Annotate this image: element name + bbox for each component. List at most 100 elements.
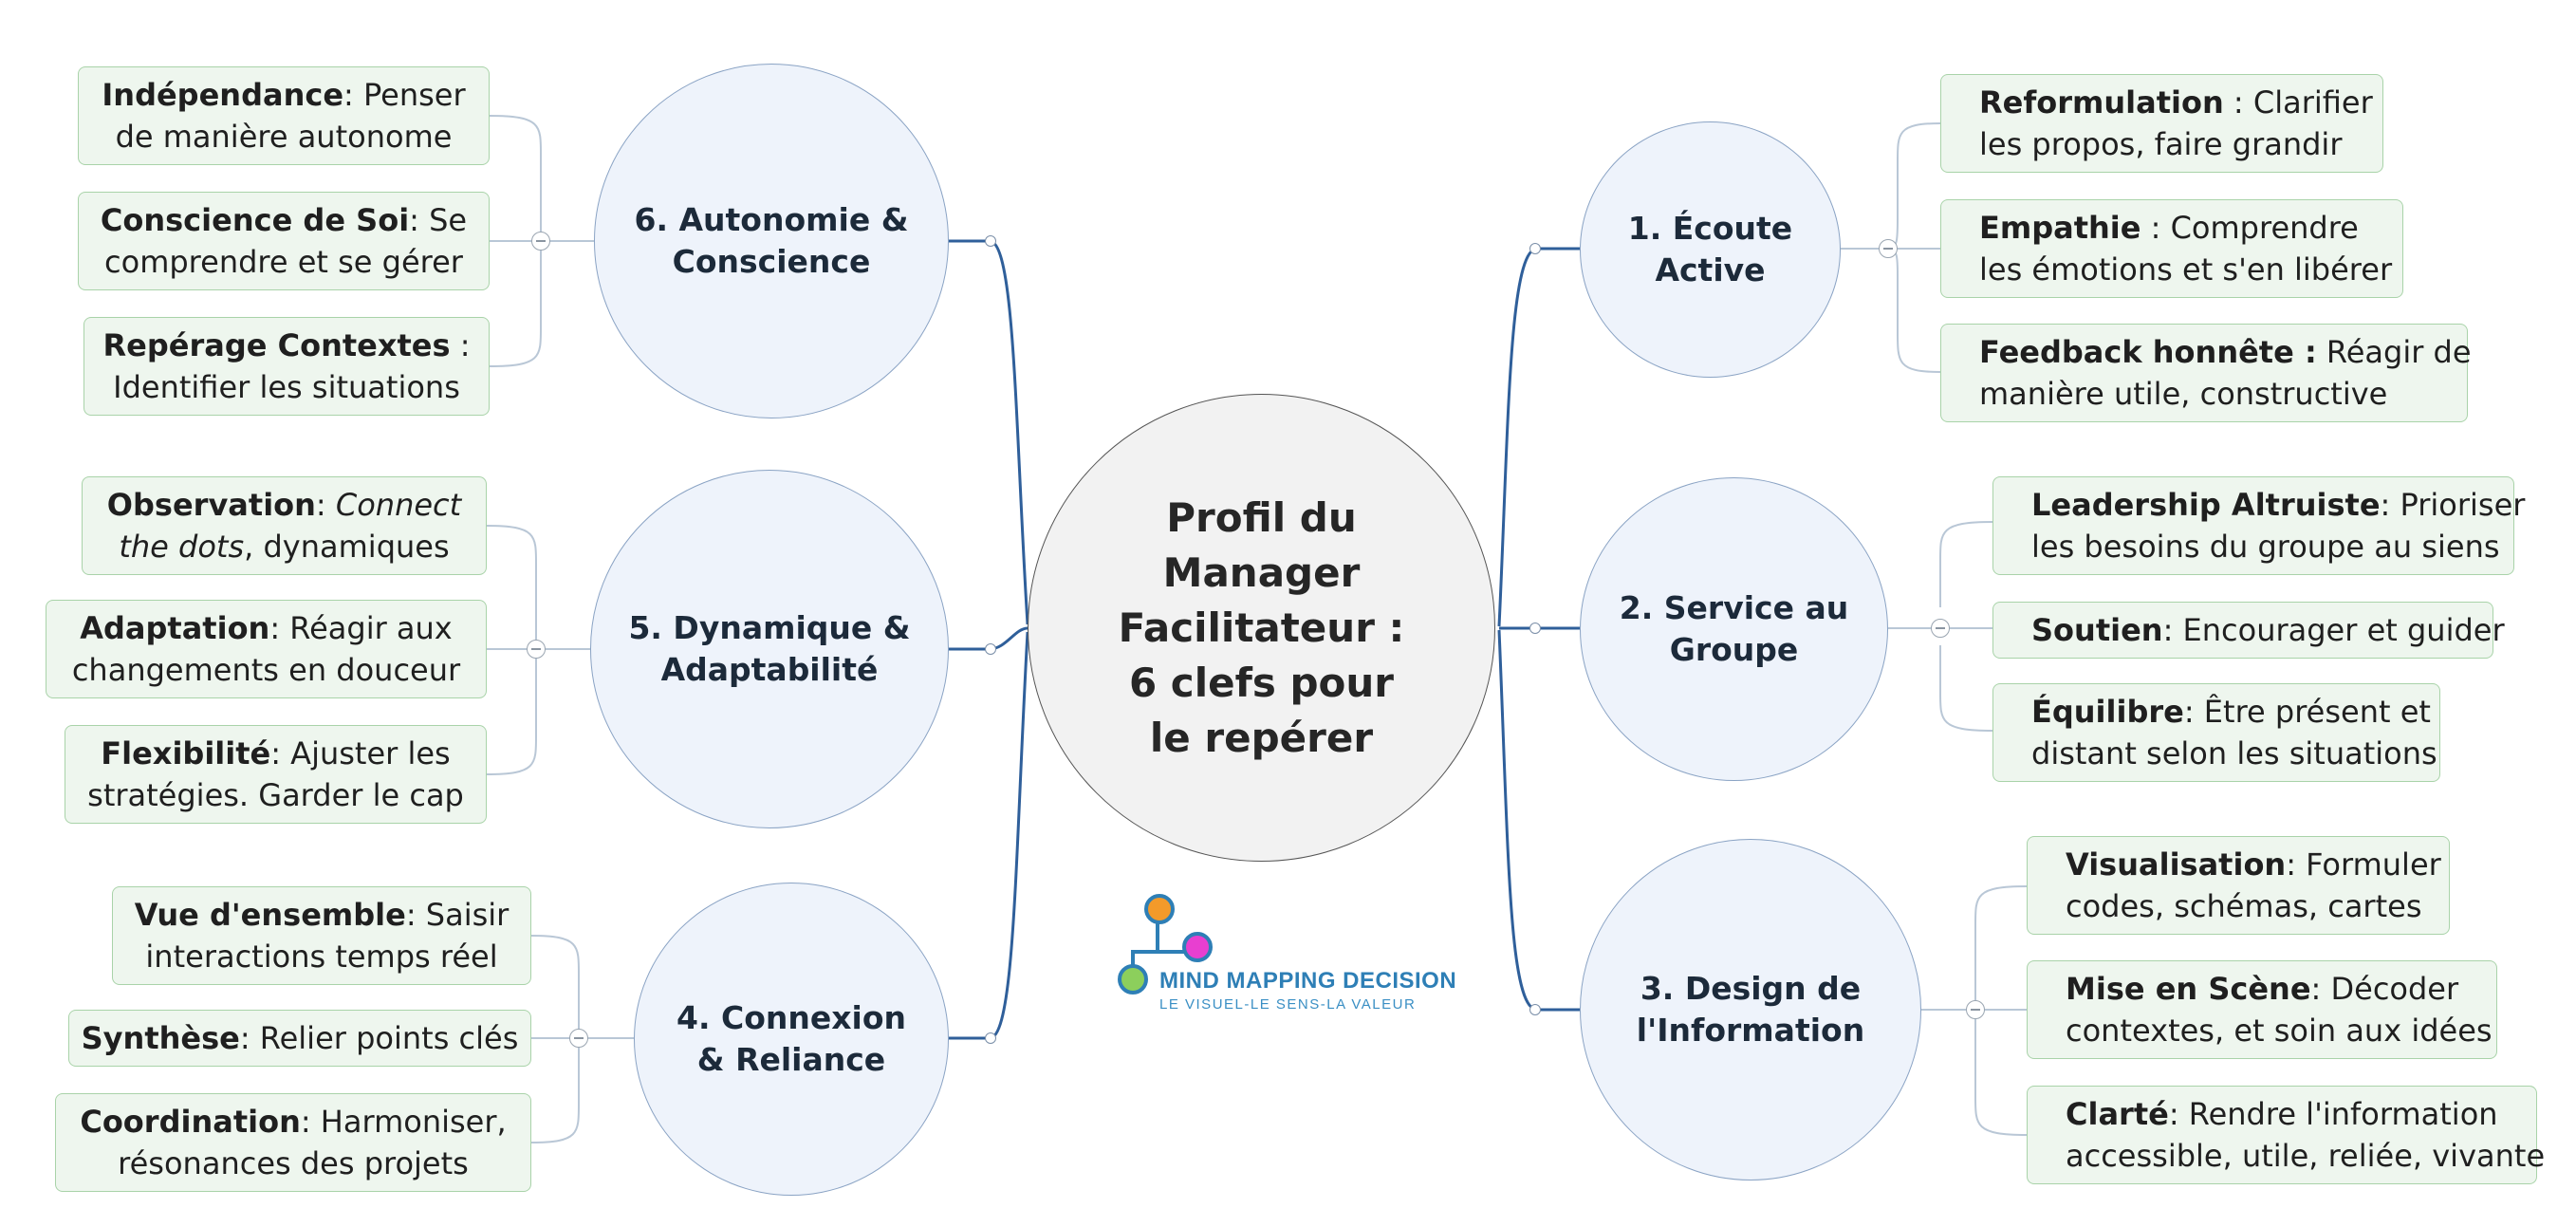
subtopic-empathie[interactable]: Empathie : Comprendre les émotions et s'e… <box>1940 199 2403 298</box>
subtopic-desc: : Relier points clés <box>239 1020 519 1056</box>
junction-dot-b3 <box>1529 1004 1541 1015</box>
subtopic-clarte[interactable]: Clarté: Rendre l'information accessible, … <box>2027 1086 2545 1184</box>
subtopic-soutien[interactable]: Soutien: Encourager et guider <box>1992 602 2505 659</box>
subtopic-desc-2: , dynamiques <box>244 529 450 565</box>
subtopic-term: Indépendance <box>102 77 344 113</box>
central-topic-title: Profil du Manager Facilitateur : 6 clefs… <box>1118 493 1405 761</box>
subtopic-desc-2: accessible, utile, reliée, vivante <box>2066 1138 2546 1174</box>
subtopic-visualisation[interactable]: Visualisation: Formuler codes, schémas, c… <box>2027 836 2450 935</box>
subtopic-desc-2: stratégies. Garder le cap <box>87 777 464 813</box>
branch-connexion-reliance[interactable]: 4. Connexion & Reliance <box>634 883 949 1196</box>
subtopic-term: Conscience de Soi <box>100 202 410 238</box>
subtopic-desc: : Être présent et <box>2183 694 2431 730</box>
subtopic-desc: : Harmoniser, <box>300 1104 507 1140</box>
subtopic-term: Adaptation <box>80 610 270 646</box>
logo-text: MIND MAPPING DECISION LE VISUEL-LE SENS-… <box>1159 968 1456 1013</box>
subtopic-desc: : <box>315 487 336 523</box>
collapse-toggle-b5[interactable] <box>527 640 546 659</box>
logo-title: MIND MAPPING DECISION <box>1159 968 1457 994</box>
subtopic-desc-2: codes, schémas, cartes <box>2066 888 2422 924</box>
branch-label: 4. Connexion & Reliance <box>676 999 906 1078</box>
subtopic-desc-2: résonances des projets <box>118 1145 469 1181</box>
subtopic-term: Feedback honnête : <box>1979 334 2317 370</box>
logo-tagline: LE VISUEL-LE SENS-LA VALEUR <box>1159 996 1417 1013</box>
subtopic-synthese[interactable]: Synthèse: Relier points clés <box>68 1010 531 1067</box>
branch-label: 5. Dynamique & Adaptabilité <box>628 609 911 688</box>
junction-dot-b6 <box>985 235 996 247</box>
subtopic-term: Soutien <box>2031 612 2163 648</box>
subtopic-desc: : Ajuster les <box>270 735 451 772</box>
connector-b4 <box>949 631 1029 1040</box>
subtopic-desc: : <box>450 327 471 363</box>
subtopic-term: Empathie <box>1979 210 2141 246</box>
central-topic[interactable]: Profil du Manager Facilitateur : 6 clefs… <box>1028 394 1495 862</box>
branch-label: 2. Service au Groupe <box>1619 589 1849 668</box>
branch-dynamique-adaptabilite[interactable]: 5. Dynamique & Adaptabilité <box>590 470 949 828</box>
subtopic-term: Équilibre <box>2031 694 2184 730</box>
subtopic-term: Observation <box>106 487 316 523</box>
branch-design-information[interactable]: 3. Design de l'Information <box>1580 839 1921 1181</box>
junction-dot-b5 <box>985 643 996 655</box>
branch-label: 1. Écoute Active <box>1627 210 1793 288</box>
subtopic-term: Vue d'ensemble <box>134 897 406 933</box>
subtopic-desc-2: distant selon les situations <box>2031 735 2437 772</box>
connector-b6 <box>949 239 1029 625</box>
subtopic-term: Synthèse <box>81 1020 240 1056</box>
subtopic-desc: : Rendre l'information <box>2168 1096 2498 1132</box>
subtopic-term: Visualisation <box>2066 846 2287 883</box>
branch-ecoute-active[interactable]: 1. Écoute Active <box>1580 121 1841 378</box>
branch-label: 3. Design de l'Information <box>1636 970 1865 1049</box>
collapse-toggle-b4[interactable] <box>569 1029 588 1048</box>
junction-dot-b2 <box>1529 623 1541 634</box>
subtopic-coordination[interactable]: Coordination: Harmoniser,résonances des … <box>55 1093 531 1192</box>
mind-mapping-decision-logo-icon <box>1118 894 1213 995</box>
subtopic-feedback-honnete[interactable]: Feedback honnête : Réagir de manière util… <box>1940 324 2472 422</box>
subtopic-desc-2: les émotions et s'en libérer <box>1979 251 2393 288</box>
subtopic-reformulation[interactable]: Reformulation : Clarifier les propos, fai… <box>1940 74 2383 173</box>
subtopic-desc: : Saisir <box>405 897 510 933</box>
subtopic-term: Clarté <box>2066 1096 2169 1132</box>
subtopic-observation[interactable]: Observation: Connect the dots, dynamiques <box>82 476 487 575</box>
subtopic-desc-italic-2: the dots <box>119 529 245 565</box>
subtopic-term: Reformulation <box>1979 84 2224 121</box>
subtopic-desc-2: contextes, et soin aux idées <box>2066 1013 2493 1049</box>
subtopic-desc-2: manière utile, constructive <box>1979 376 2388 412</box>
subtopic-term: Flexibilité <box>101 735 271 772</box>
collapse-toggle-b3[interactable] <box>1966 1000 1985 1019</box>
subtopic-desc: : Réagir aux <box>269 610 453 646</box>
branch-label: 6. Autonomie & Conscience <box>634 201 909 280</box>
subtopic-term: Mise en Scène <box>2066 971 2311 1007</box>
collapse-toggle-b2[interactable] <box>1931 619 1950 638</box>
subtopic-flexibilite[interactable]: Flexibilité: Ajuster les stratégies. Gard… <box>65 725 487 824</box>
subtopic-desc: : Décoder <box>2310 971 2459 1007</box>
subtopic-desc: : Penser <box>343 77 466 113</box>
collapse-toggle-b6[interactable] <box>531 232 550 251</box>
subtopic-desc-italic: Connect <box>335 487 462 523</box>
connector-b3 <box>1497 629 1580 1012</box>
collapse-toggle-b1[interactable] <box>1879 239 1898 258</box>
junction-dot-b4 <box>985 1032 996 1044</box>
subtopic-reperage-contextes[interactable]: Repérage Contextes :Identifier les situa… <box>83 317 490 416</box>
subtopic-vue-ensemble[interactable]: Vue d'ensemble: Saisir interactions temps… <box>112 886 531 985</box>
subtopic-mise-en-scene[interactable]: Mise en Scène: Décoder contextes, et soin… <box>2027 960 2497 1059</box>
subtopic-desc: : Se <box>409 202 468 238</box>
connector-b1 <box>1497 247 1580 627</box>
subtopic-desc: : Encourager et guider <box>2162 612 2505 648</box>
branch-autonomie-conscience[interactable]: 6. Autonomie & Conscience <box>594 64 949 418</box>
subtopic-desc: : Clarifier <box>2223 84 2373 121</box>
branch-service-au-groupe[interactable]: 2. Service au Groupe <box>1580 477 1888 781</box>
subtopic-desc: : Formuler <box>2286 846 2441 883</box>
subtopic-desc-2: de manière autonome <box>115 119 453 155</box>
junction-dot-b1 <box>1529 243 1541 254</box>
subtopic-equilibre[interactable]: Équilibre: Être présent et distant selon … <box>1992 683 2440 782</box>
subtopic-desc-2: Identifier les situations <box>113 369 460 405</box>
subtopic-independance[interactable]: Indépendance: Penser de manière autonome <box>78 66 490 165</box>
subtopic-desc: : Comprendre <box>2140 210 2359 246</box>
subtopic-desc: Réagir de <box>2316 334 2472 370</box>
subtopic-desc-2: interactions temps réel <box>145 939 498 975</box>
subtopic-desc-2: les propos, faire grandir <box>1979 126 2343 162</box>
